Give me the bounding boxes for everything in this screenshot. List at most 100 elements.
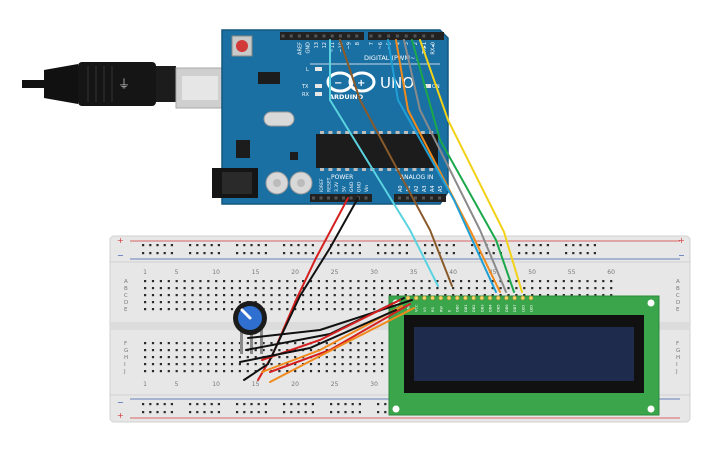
header-pin[interactable]	[414, 196, 417, 200]
digital-pin-label: 12	[322, 42, 328, 48]
lcd-pin[interactable]	[520, 295, 526, 301]
header-pin[interactable]	[322, 34, 326, 38]
wire-lcd-orange-2[interactable]	[269, 307, 415, 383]
header-pin[interactable]	[355, 34, 359, 38]
breadboard-hole	[309, 301, 313, 304]
breadboard-hole	[238, 294, 241, 297]
breadboard-hole	[594, 287, 597, 290]
rail-hole	[189, 252, 192, 255]
breadboard-hole	[207, 280, 210, 283]
header-pin[interactable]	[342, 196, 345, 200]
wire-d7-blue[interactable]	[387, 39, 497, 293]
header-pin[interactable]	[431, 34, 435, 38]
lcd-pin[interactable]	[512, 295, 517, 301]
header-pin[interactable]	[398, 196, 401, 200]
breadboard-hole	[238, 287, 241, 290]
breadboard-hole	[175, 287, 178, 290]
header-pin[interactable]	[406, 196, 409, 200]
row-letter: H	[676, 355, 680, 361]
breadboard-hole	[357, 294, 360, 297]
rail-hole	[163, 403, 166, 406]
wire-d5-orange[interactable]	[395, 39, 501, 293]
header-pin[interactable]	[281, 34, 285, 38]
rail-hole	[217, 244, 220, 247]
header-pin[interactable]	[422, 196, 425, 200]
header-pin[interactable]	[422, 34, 426, 38]
header-pin[interactable]	[369, 34, 373, 38]
lcd-pin[interactable]	[422, 295, 427, 301]
header-pin[interactable]	[314, 34, 318, 38]
digital-pin-label: 7	[369, 42, 375, 45]
header-pin[interactable]	[364, 196, 368, 200]
wire-d11-brown[interactable]	[339, 39, 453, 287]
digital-header-pins	[281, 34, 435, 38]
lcd-pin[interactable]	[438, 295, 444, 301]
lcd-pin[interactable]	[487, 295, 493, 301]
breadboard-hole	[381, 342, 384, 345]
header-pin[interactable]	[312, 196, 315, 200]
breadboard-hole	[144, 342, 147, 345]
wire-gnd-black-1[interactable]	[243, 197, 359, 381]
header-pin[interactable]	[297, 34, 301, 38]
reset-button-cap[interactable]	[236, 40, 248, 52]
header-pin[interactable]	[338, 34, 342, 38]
lcd-pin[interactable]	[479, 295, 485, 301]
breadboard-hole	[175, 363, 178, 366]
header-pin[interactable]	[430, 196, 433, 200]
header-pin[interactable]	[347, 34, 351, 38]
rail-hole	[304, 252, 307, 255]
lcd-pin[interactable]	[454, 295, 460, 301]
potentiometer[interactable]	[233, 301, 267, 354]
header-pin[interactable]	[387, 34, 391, 38]
rail-hole	[236, 403, 239, 406]
breadboard-hole	[230, 363, 234, 366]
breadboard-hole	[373, 356, 376, 359]
rail-hole	[257, 411, 260, 414]
wire-d4-gray[interactable]	[403, 39, 507, 293]
breadboard-hole	[238, 356, 241, 359]
usb-cable[interactable]: ⏚	[22, 62, 225, 109]
lcd-pin[interactable]	[430, 295, 435, 301]
header-pin[interactable]	[349, 196, 353, 200]
rail-hole	[384, 403, 387, 406]
header-pin[interactable]	[413, 34, 417, 38]
header-pin[interactable]	[404, 34, 408, 38]
breadboard-hole	[325, 287, 328, 290]
header-pin[interactable]	[334, 196, 338, 200]
breadboard-hole	[349, 342, 352, 345]
wire-d12-cyan[interactable]	[329, 39, 439, 287]
wire-lcd-orange-1[interactable]	[261, 305, 403, 373]
chip-pin	[420, 168, 425, 171]
arduino-model: UNO	[380, 74, 414, 92]
analog-pin-label: A2	[414, 185, 420, 192]
lcd-pin[interactable]	[463, 295, 468, 301]
header-pin[interactable]	[378, 34, 382, 38]
header-pin[interactable]	[395, 34, 399, 38]
breadboard-hole	[325, 363, 328, 366]
wire-lcd-black-2[interactable]	[239, 309, 397, 363]
lcd-pin[interactable]	[446, 295, 452, 301]
lcd-pin[interactable]	[471, 295, 476, 301]
wire-d3-green[interactable]	[411, 39, 515, 293]
rail-hole	[264, 403, 267, 406]
header-pin[interactable]	[306, 34, 310, 38]
header-pin[interactable]	[438, 196, 441, 200]
lcd-pin[interactable]	[405, 295, 411, 301]
lcd-pin[interactable]	[504, 295, 509, 301]
rail-hole	[210, 252, 213, 255]
breadboard-hole	[562, 287, 565, 290]
lcd-pin[interactable]	[413, 295, 419, 301]
rail-hole	[337, 411, 340, 414]
breadboard-hole	[183, 308, 186, 311]
breadboard-hole	[175, 349, 178, 352]
header-pin[interactable]	[327, 196, 330, 200]
lcd-pin[interactable]	[528, 295, 534, 301]
header-pin[interactable]	[330, 34, 334, 38]
header-pin[interactable]	[319, 196, 323, 200]
header-pin[interactable]	[289, 34, 293, 38]
lcd-pin[interactable]	[495, 295, 501, 301]
chip-pin	[336, 131, 341, 134]
wire-d2-yellow[interactable]	[419, 39, 523, 293]
